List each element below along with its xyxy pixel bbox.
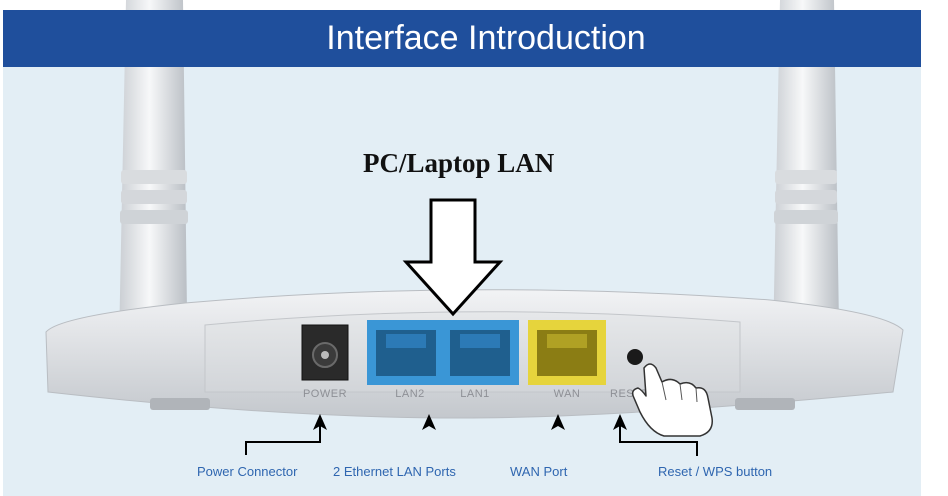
right-antenna (772, 0, 840, 392)
hand-pointer-icon (631, 363, 713, 437)
port-label-lan2: LAN2 (395, 388, 425, 400)
pointer-arrow-icon (551, 414, 565, 430)
pointer-arrow-icon (619, 424, 698, 456)
wan-port (528, 320, 606, 385)
title-banner: Interface Introduction (3, 10, 921, 67)
pc-laptop-heading: PC/Laptop LAN (363, 148, 555, 178)
pointer-arrow-icon (613, 414, 627, 430)
port-label-lan1: LAN1 (460, 388, 490, 400)
caption-lan-ports: 2 Ethernet LAN Ports (333, 464, 456, 479)
caption-reset-wps: Reset / WPS button (658, 464, 773, 479)
pointer-arrow-icon (422, 414, 436, 430)
down-arrow-icon (402, 198, 504, 317)
caption-power-connector: Power Connector (197, 464, 298, 479)
lan-ports (367, 320, 519, 385)
banner-title: Interface Introduction (326, 19, 646, 57)
port-label-wan: WAN (554, 388, 581, 400)
caption-wan-port: WAN Port (510, 464, 568, 479)
pointer-arrow-icon (313, 414, 327, 430)
pointer-arrow-icon (245, 424, 321, 455)
port-label-power: POWER (303, 388, 347, 400)
power-jack (301, 324, 349, 381)
left-antenna (118, 0, 188, 392)
reset-button (627, 349, 643, 365)
